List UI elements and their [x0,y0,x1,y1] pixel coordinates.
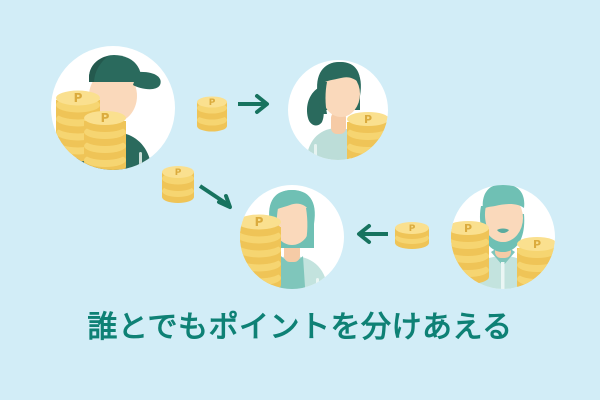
arrow-left-icon [357,224,388,244]
arrow-right-icon [238,94,269,114]
arrow-down-right-icon [198,184,232,209]
hair-lock-right [305,208,314,246]
figure-man-with-cap: P P [51,46,175,170]
svg-text:P: P [74,91,83,105]
transfer-topleft-to-topright: P [197,94,269,132]
shirt-placket [501,262,505,289]
head [322,71,360,117]
hair-fringe [273,190,312,212]
svg-text:P: P [175,168,182,178]
transfer-coin-stack-3: P [395,222,429,249]
shirt-inner [278,256,306,289]
neck [331,112,346,134]
cap-shadow [89,56,108,82]
caption-text: 誰とでもポイントを分けあえる [87,310,513,345]
ponytail [307,88,324,126]
hair-side-lock [319,82,327,114]
coin-stack-a2: P [84,111,126,170]
head [273,199,311,245]
svg-text:P: P [209,98,216,108]
mustache [497,228,509,233]
svg-text:P: P [409,224,416,234]
svg-text:P: P [364,113,372,126]
transfer-right-to-center: P [357,222,429,249]
figure-woman-bob: P [240,185,344,289]
svg-text:P: P [101,111,110,125]
svg-text:P: P [464,222,472,235]
transfer-coin-stack-2: P [162,166,194,203]
svg-text:P: P [533,238,541,251]
head [89,69,137,123]
hair-fringe [322,62,361,84]
beard-fill [484,220,522,252]
hair [482,185,525,210]
cap-brim [133,71,161,90]
transfer-topleft-to-center: P [162,166,232,209]
transfer-coin-stack-1: P [197,96,227,132]
svg-text:P: P [255,215,264,229]
